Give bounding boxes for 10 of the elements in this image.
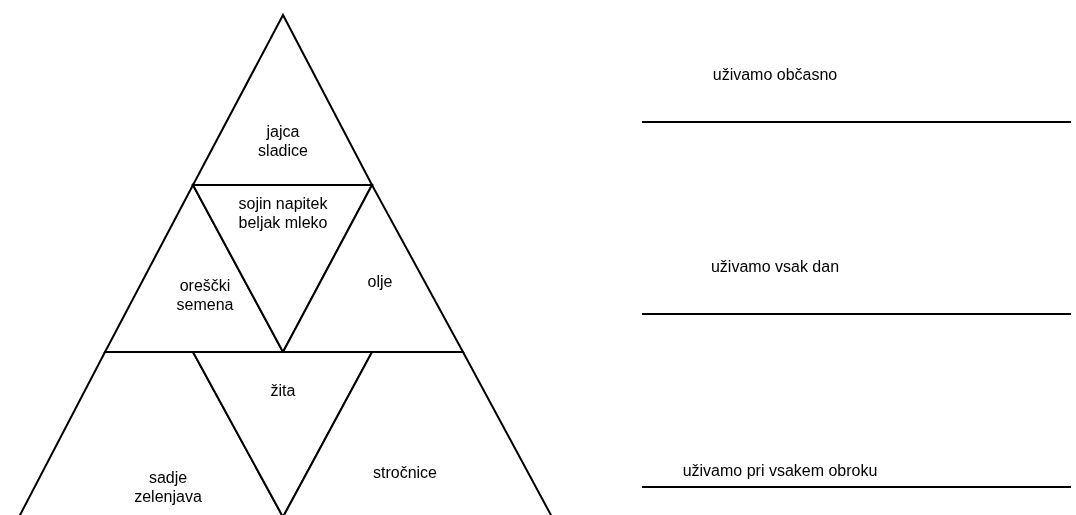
frequency-label: uživamo pri vsakem obroku bbox=[682, 462, 878, 480]
food-group-label: olje bbox=[366, 272, 394, 291]
food-group-label: stročnice bbox=[372, 463, 438, 482]
food-group-label: jajca sladice bbox=[257, 122, 309, 160]
frequency-label: uživamo občasno bbox=[712, 66, 838, 84]
food-group-label: sadje zelenjava bbox=[133, 468, 203, 506]
food-group-label: žita bbox=[269, 381, 297, 400]
food-group-label: sojin napitek beljak mleko bbox=[237, 194, 329, 232]
food-group-label: oreščki semena bbox=[175, 276, 235, 314]
frequency-label: uživamo vsak dan bbox=[710, 258, 840, 276]
